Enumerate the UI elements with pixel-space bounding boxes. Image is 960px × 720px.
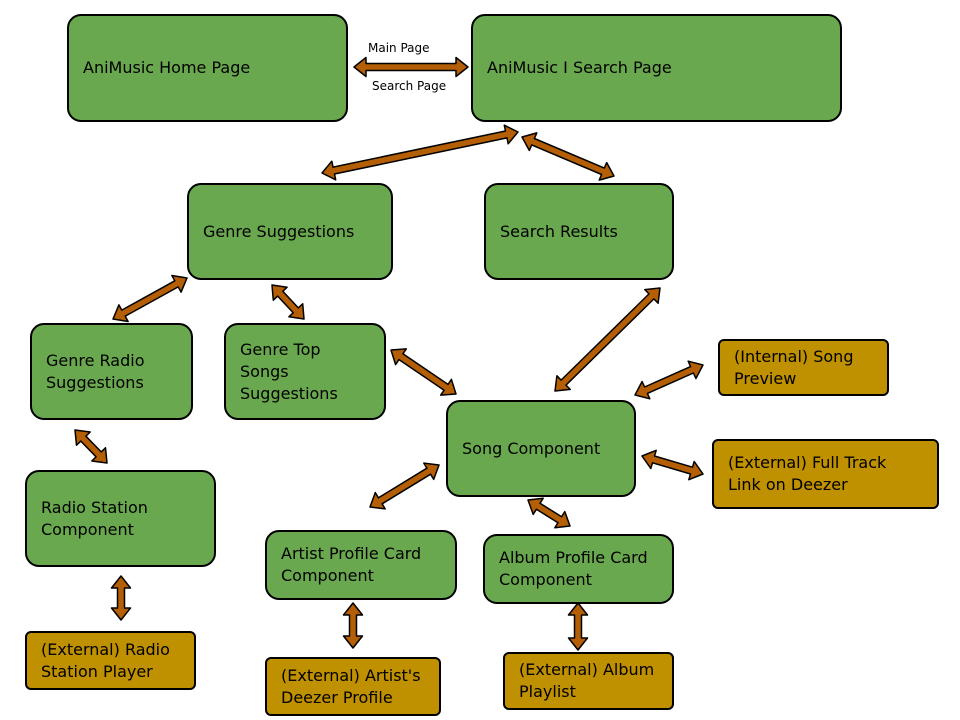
arrow-results-song [554,287,661,392]
node-search-page: AniMusic I Search Page [471,14,842,122]
node-album-profile-card: Album Profile Card Component [483,534,674,604]
node-home-page: AniMusic Home Page [67,14,348,122]
arrow-song-full-track [641,449,704,481]
arrow-top-songs-song [390,348,457,396]
node-search-results: Search Results [484,183,674,280]
node-radio-station-player: (External) Radio Station Player [25,631,196,690]
edge-label-main-page: Main Page [368,41,430,55]
arrow-radio-station [74,429,108,464]
node-song-preview: (Internal) Song Preview [718,339,889,396]
arrow-station-player [110,575,132,621]
arrow-album-playlist [567,602,589,651]
arrow-song-album [527,497,571,529]
arrow-search-genre-suggestions [321,124,519,181]
arrow-song-preview [634,360,704,400]
node-genre-radio-suggestions: Genre Radio Suggestions [30,323,193,420]
node-genre-suggestions: Genre Suggestions [187,183,393,280]
arrow-genre-suggestions-radio [112,274,188,323]
node-full-track-link: (External) Full Track Link on Deezer [712,439,939,509]
arrow-artist-deezer [342,602,364,649]
arrow-search-results [521,132,615,181]
edge-label-search-page: Search Page [372,79,447,93]
arrow-genre-suggestions-top-songs [271,284,305,320]
node-radio-station-component: Radio Station Component [25,470,216,567]
arrow-home-search [353,56,469,78]
node-artist-profile-card: Artist Profile Card Component [265,530,457,600]
node-album-playlist: (External) Album Playlist [503,652,674,710]
node-artist-deezer-profile: (External) Artist's Deezer Profile [265,657,441,716]
arrow-song-artist [369,462,440,510]
node-genre-top-songs: Genre Top Songs Suggestions [224,323,386,420]
node-song-component: Song Component [446,400,636,497]
